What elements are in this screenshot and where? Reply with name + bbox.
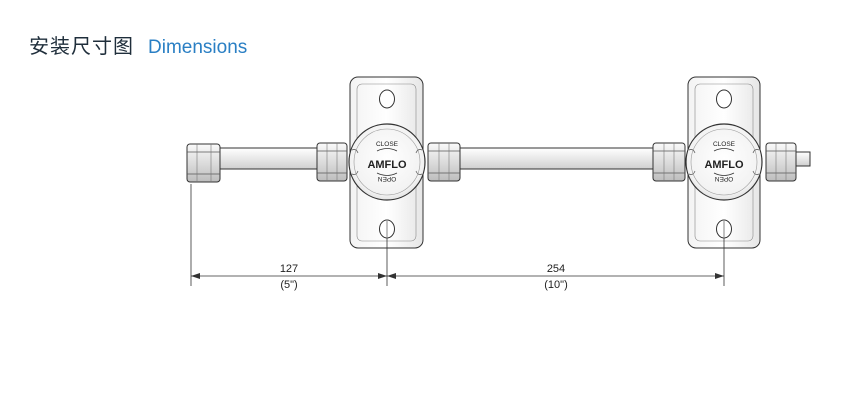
valve-knob-2: CLOSE AMFLO OPEN <box>685 123 763 201</box>
mount-hole-top-2 <box>716 89 732 109</box>
valve-open-label-2: OPEN <box>714 175 733 182</box>
valve-brand-1: AMFLO <box>367 159 407 171</box>
dimension-1-imperial: (5") <box>280 279 297 291</box>
outlet-stub-2 <box>795 151 811 167</box>
pipe-left <box>219 147 321 170</box>
end-fitting-left <box>186 143 221 183</box>
mount-hole-top-1 <box>379 89 395 109</box>
valve-1: CLOSE AMFLO OPEN <box>316 76 461 249</box>
dimension-2-imperial: (10") <box>544 279 567 291</box>
title-english: Dimensions <box>148 37 248 58</box>
valve-open-label-1: OPEN <box>377 175 396 182</box>
valve-knob-1: CLOSE AMFLO OPEN <box>348 123 426 201</box>
title-chinese: 安装尺寸图 <box>29 34 134 58</box>
inlet-nut-2 <box>652 142 686 182</box>
dimension-line-2: 254 (10") <box>387 263 724 291</box>
inlet-nut-1 <box>316 142 348 182</box>
outlet-nut-2 <box>765 142 797 182</box>
dimension-line-1: 127 (5") <box>191 263 387 291</box>
pipe-middle <box>459 147 654 170</box>
valve-close-label-2: CLOSE <box>713 141 736 148</box>
dimension-1-value: 127 <box>280 263 298 275</box>
page-title: 安装尺寸图 Dimensions <box>29 30 247 59</box>
outlet-nut-1 <box>427 142 461 182</box>
dimension-2-value: 254 <box>547 263 565 275</box>
extension-lines <box>190 184 725 286</box>
valve-close-label-1: CLOSE <box>376 141 399 148</box>
valve-brand-2: AMFLO <box>704 159 744 171</box>
valve-2: CLOSE AMFLO OPEN <box>652 76 811 249</box>
